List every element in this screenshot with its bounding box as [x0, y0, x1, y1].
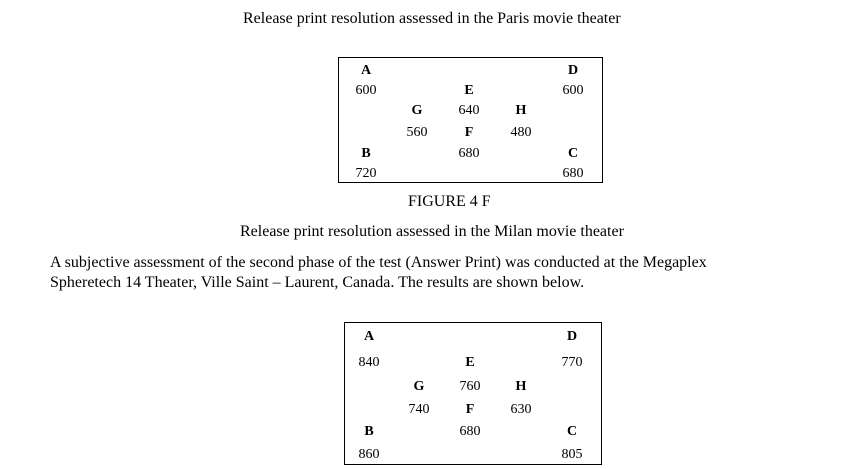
point-e-label: E — [464, 83, 474, 98]
figure-caption: FIGURE 4 F — [408, 193, 491, 210]
paris-caption: Release print resolution assessed in the… — [243, 10, 621, 27]
milan-caption: Release print resolution assessed in the… — [240, 223, 624, 240]
point-b-label: B — [361, 146, 371, 161]
point-b-label: B — [364, 424, 374, 439]
point-a-value: 600 — [355, 83, 377, 98]
paragraph-line-1: A subjective assessment of the second ph… — [50, 254, 707, 271]
assessment-paragraph: A subjective assessment of the second ph… — [50, 253, 862, 293]
resolution-grid-paris: A 600 D 600 E 640 G 560 H 480 F 680 B 72… — [338, 57, 603, 183]
point-h-value: 480 — [510, 125, 532, 140]
point-c-label: C — [567, 146, 579, 161]
point-e-value: 640 — [458, 103, 480, 118]
point-b-value: 720 — [355, 166, 377, 181]
point-g-label: G — [413, 379, 425, 394]
point-c-label: C — [566, 424, 578, 439]
point-d-label: D — [566, 329, 578, 344]
point-a-label: A — [363, 329, 375, 344]
point-d-value: 600 — [562, 83, 584, 98]
point-h-label: H — [515, 103, 527, 118]
point-f-value: 680 — [458, 146, 480, 161]
paragraph-line-2: Spheretech 14 Theater, Ville Saint – Lau… — [50, 274, 585, 291]
point-h-value: 630 — [510, 402, 532, 417]
resolution-grid-canada: A 840 D 770 E 760 G 740 H 630 F 680 B 86… — [344, 322, 602, 465]
point-f-label: F — [464, 125, 474, 140]
point-f-value: 680 — [459, 424, 481, 439]
point-e-value: 760 — [459, 379, 481, 394]
point-e-label: E — [465, 355, 475, 370]
point-h-label: H — [515, 379, 527, 394]
point-g-value: 740 — [408, 402, 430, 417]
point-c-value: 680 — [562, 166, 584, 181]
point-c-value: 805 — [561, 447, 583, 462]
point-a-label: A — [360, 63, 372, 78]
point-g-value: 560 — [406, 125, 428, 140]
point-a-value: 840 — [358, 355, 380, 370]
point-f-label: F — [465, 402, 475, 417]
point-g-label: G — [411, 103, 423, 118]
point-d-value: 770 — [561, 355, 583, 370]
point-d-label: D — [567, 63, 579, 78]
point-b-value: 860 — [358, 447, 380, 462]
